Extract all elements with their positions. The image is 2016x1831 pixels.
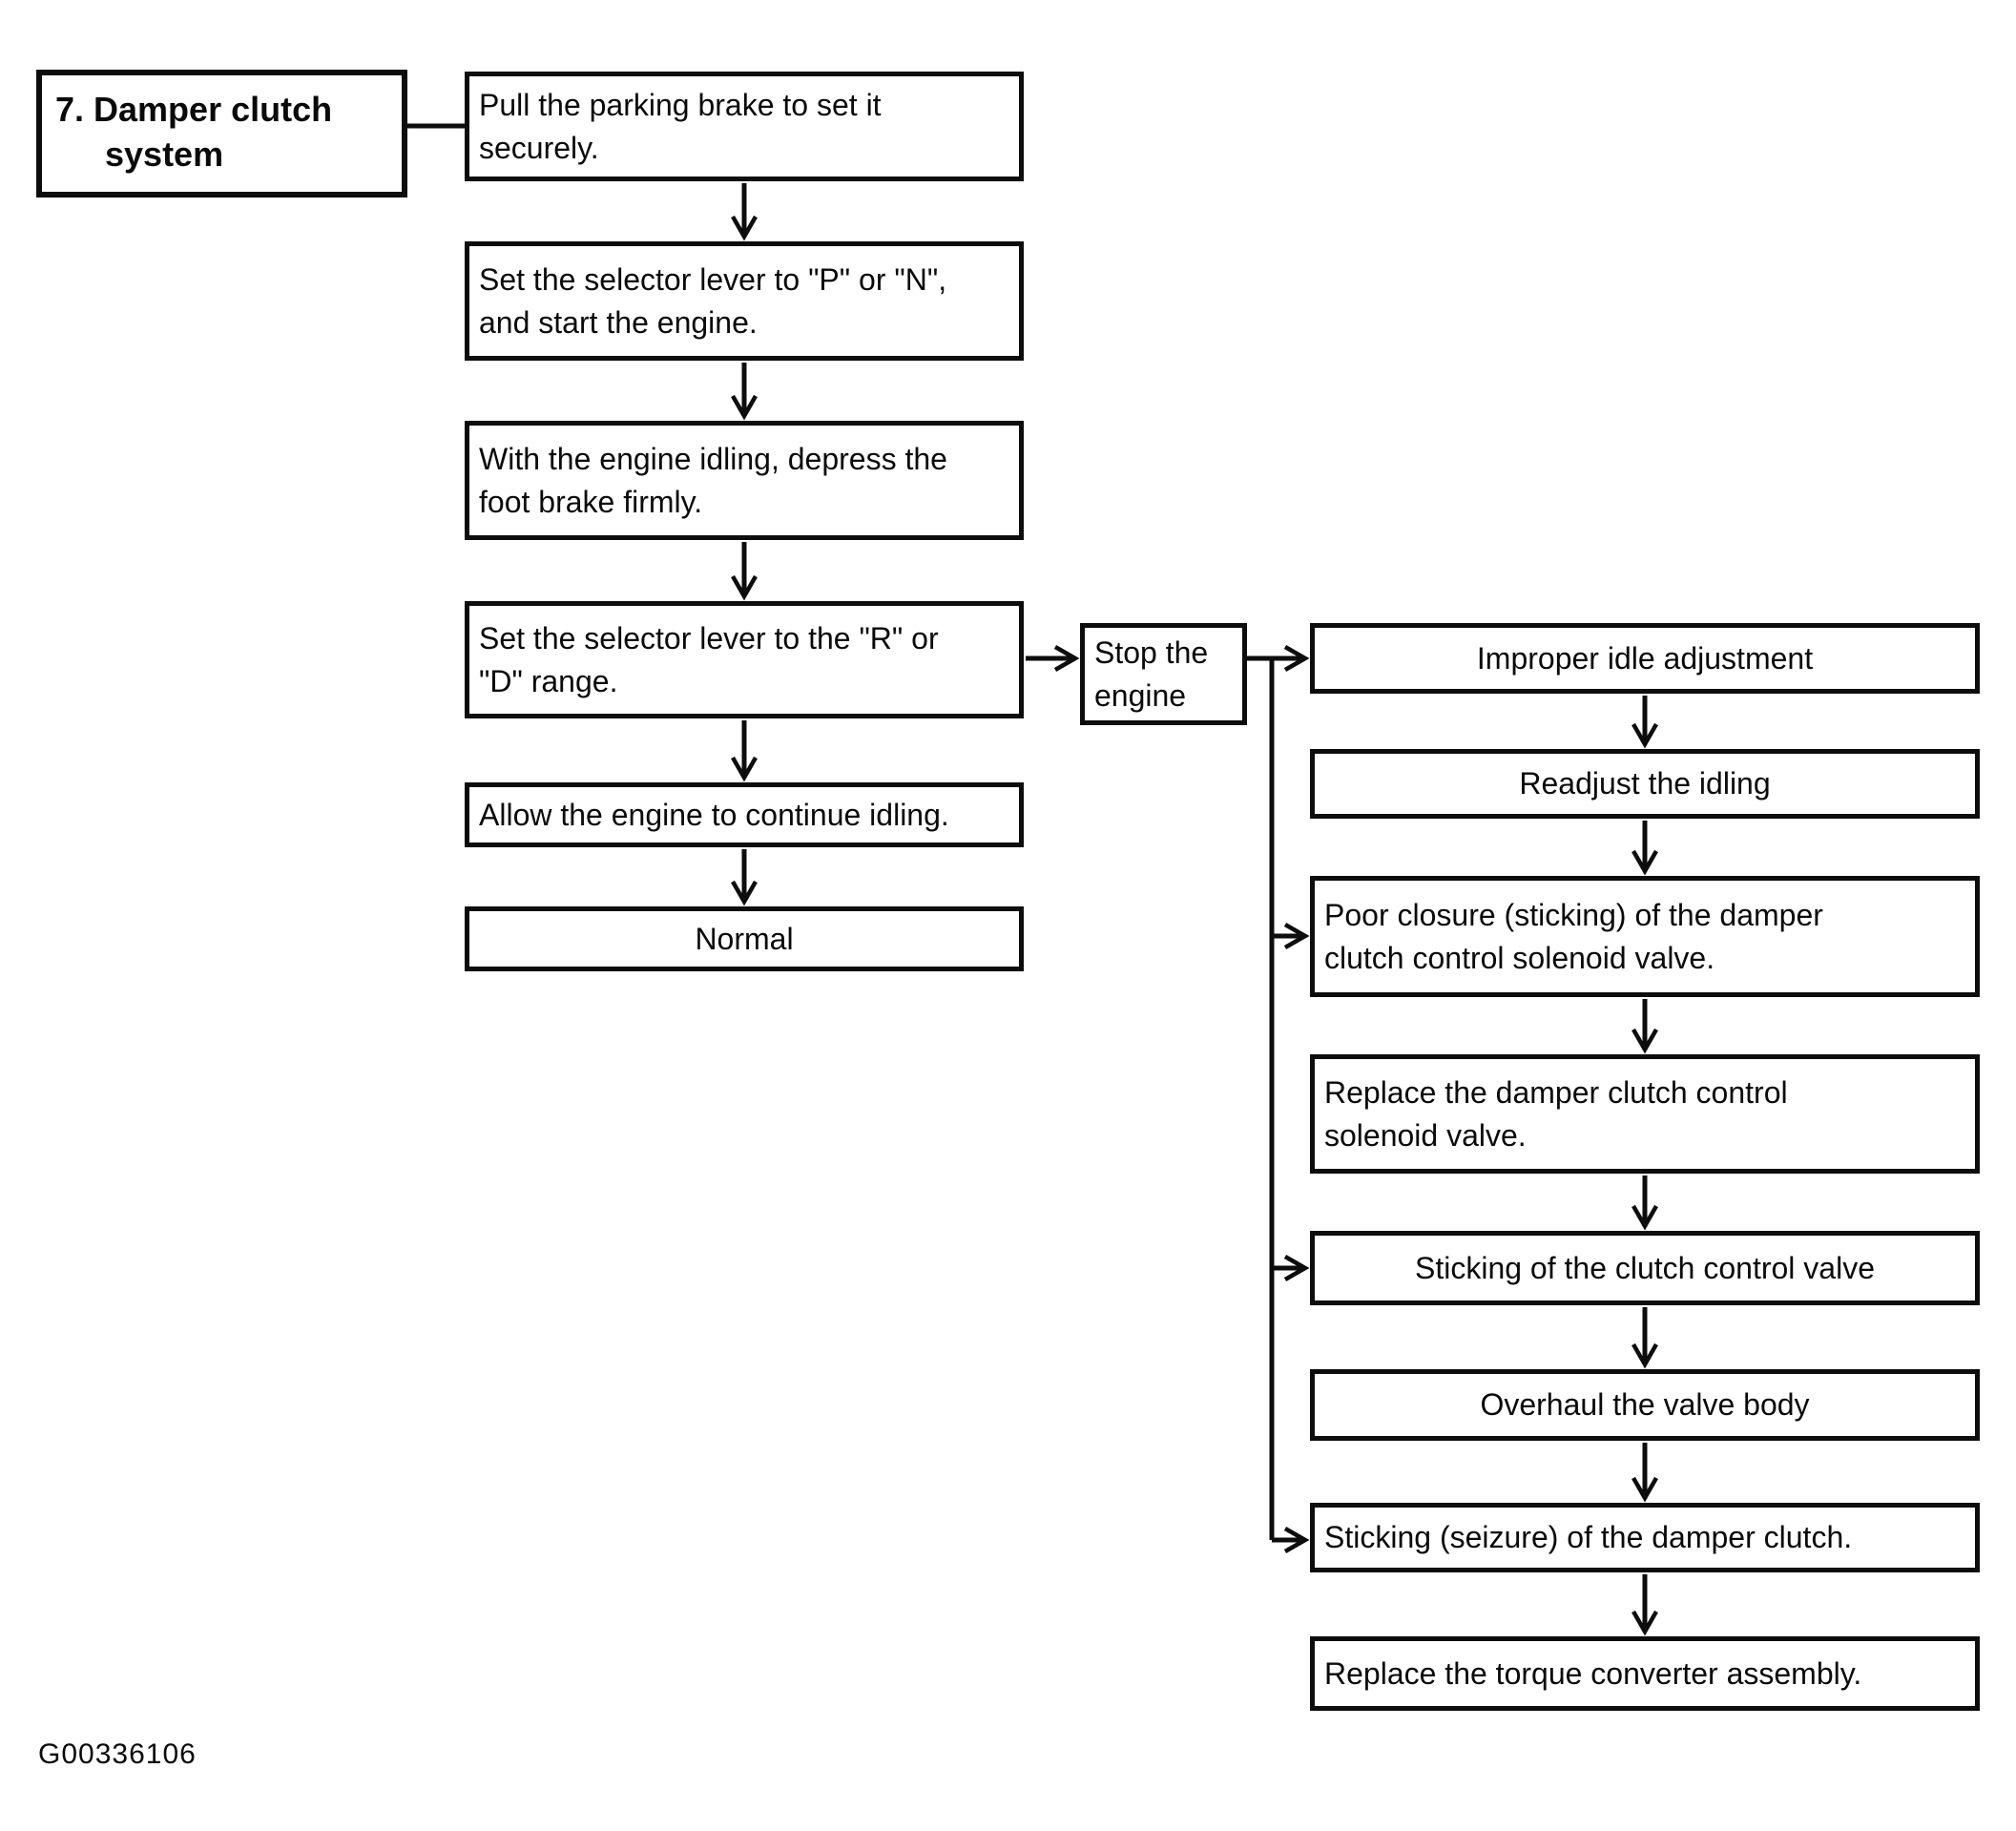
- step-label: Sticking (seizure) of the damper clutch.: [1324, 1520, 1853, 1554]
- title-line1: 7. Damper clutch: [55, 90, 333, 129]
- step-selector-p-n-start: Set the selector lever to "P" or "N", an…: [465, 241, 1024, 361]
- figure-id-label: G00336106: [38, 1738, 197, 1770]
- step-label: Overhaul the valve body: [1480, 1387, 1810, 1422]
- decision-stop-the-engine: Stop the engine: [1080, 623, 1247, 725]
- step-label: Replace the torque converter assembly.: [1324, 1655, 1862, 1691]
- step-label: Poor closure (sticking) of the damper cl…: [1324, 897, 1823, 975]
- cause-poor-closure-solenoid-valve: Poor closure (sticking) of the damper cl…: [1310, 876, 1980, 997]
- step-label: Improper idle adjustment: [1476, 640, 1814, 676]
- step-label: Set the selector lever to the "R" or "D"…: [479, 620, 939, 698]
- step-label: Replace the damper clutch control soleno…: [1324, 1074, 1788, 1153]
- step-engine-continue-idling: Allow the engine to continue idling.: [465, 782, 1024, 847]
- remedy-replace-torque-converter: Replace the torque converter assembly.: [1310, 1636, 1980, 1711]
- cause-sticking-clutch-control-valve: Sticking of the clutch control valve: [1310, 1231, 1980, 1305]
- step-pull-parking-brake: Pull the parking brake to set it securel…: [465, 72, 1024, 181]
- step-label: Sticking of the clutch control valve: [1414, 1250, 1875, 1285]
- step-label: Normal: [695, 921, 794, 956]
- step-label: Pull the parking brake to set it securel…: [479, 87, 882, 165]
- remedy-replace-solenoid-valve: Replace the damper clutch control soleno…: [1310, 1054, 1980, 1174]
- step-label: With the engine idling, depress the foot…: [479, 441, 947, 519]
- step-selector-r-d-range: Set the selector lever to the "R" or "D"…: [465, 601, 1024, 718]
- remedy-readjust-idling: Readjust the idling: [1310, 749, 1980, 819]
- step-depress-foot-brake: With the engine idling, depress the foot…: [465, 421, 1024, 540]
- cause-improper-idle-adjustment: Improper idle adjustment: [1310, 623, 1980, 694]
- step-label: Stop the engine: [1094, 635, 1209, 713]
- step-label: Allow the engine to continue idling.: [479, 797, 949, 832]
- step-label: Readjust the idling: [1519, 766, 1771, 801]
- step-label: Set the selector lever to "P" or "N", an…: [479, 261, 947, 340]
- result-normal: Normal: [465, 906, 1024, 971]
- remedy-overhaul-valve-body: Overhaul the valve body: [1310, 1369, 1980, 1441]
- cause-sticking-seizure-damper-clutch: Sticking (seizure) of the damper clutch.: [1310, 1503, 1980, 1572]
- title-line2: system: [105, 135, 224, 174]
- title-box: 7. Damper clutch system: [36, 70, 407, 198]
